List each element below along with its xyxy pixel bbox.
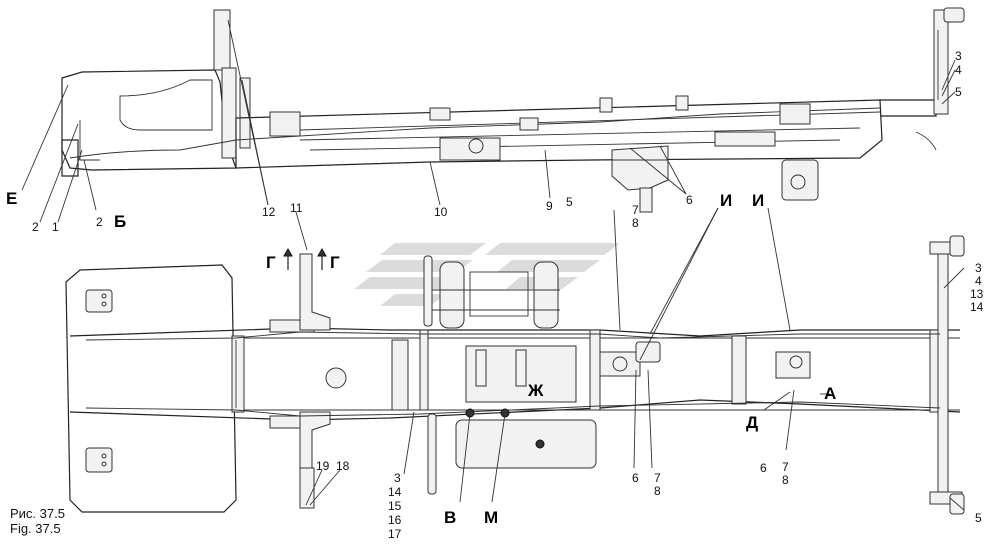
plan-frame-left-rail — [69, 327, 960, 337]
label-2-right: 2 — [96, 215, 103, 229]
label-e: Е — [6, 189, 17, 208]
label-17-bottom: 17 — [388, 527, 402, 541]
section-arrows — [283, 247, 327, 270]
label-b: Б — [114, 212, 126, 231]
side-view — [61, 7, 965, 213]
label-g-left: Г — [266, 253, 276, 272]
label-14-bottom: 14 — [388, 485, 402, 499]
watermark-logo — [354, 243, 620, 306]
side-harness — [69, 107, 881, 159]
label-g-right: Г — [330, 253, 340, 272]
caption-ru: Рис. 37.5 — [10, 506, 65, 521]
side-intake-pipe — [213, 9, 231, 71]
label-16-bottom: 16 — [388, 513, 402, 527]
side-rear-light-post — [933, 9, 949, 115]
label-9: 9 — [546, 199, 553, 213]
label-i-right: И — [752, 191, 764, 210]
label-v: В — [444, 508, 456, 527]
label-6-side: 6 — [686, 193, 693, 207]
label-12: 12 — [262, 205, 276, 219]
label-8-side: 8 — [632, 216, 639, 230]
label-7-plan-right: 7 — [782, 460, 789, 474]
callout-labels: Е 2 1 2 Б 12 10 9 7 8 6 3 4 5 11 Г Г 5 И… — [6, 49, 984, 541]
label-6-plan-right: 6 — [760, 461, 767, 475]
plan-leaders — [295, 207, 965, 511]
plan-view — [65, 235, 965, 515]
label-11: 11 — [290, 201, 303, 215]
figure-caption: Рис. 37.5 Fig. 37.5 — [10, 506, 65, 536]
plan-exhaust-pipe — [299, 253, 331, 331]
label-19: 19 — [316, 459, 330, 473]
label-14-plan: 14 — [970, 300, 984, 314]
label-15-bottom: 15 — [388, 499, 402, 513]
label-7-side: 7 — [632, 203, 639, 217]
label-3-bottom: 3 — [394, 471, 401, 485]
label-2-left: 2 — [32, 220, 39, 234]
label-a: А — [824, 384, 836, 403]
label-1: 1 — [52, 220, 59, 234]
label-zh: Ж — [527, 381, 544, 400]
label-i-left: И — [720, 191, 732, 210]
side-rear-bracket — [611, 145, 669, 191]
plan-cab — [65, 264, 237, 513]
plan-fuel-tank — [455, 419, 597, 469]
label-8-plan-left: 8 — [654, 484, 661, 498]
label-4-plan: 4 — [975, 274, 982, 288]
label-5-plan: 5 — [566, 195, 573, 209]
label-3-plan: 3 — [975, 261, 982, 275]
side-frame-rail — [235, 99, 883, 169]
label-3-side: 3 — [955, 49, 962, 63]
label-6-plan-left: 6 — [632, 471, 639, 485]
label-18: 18 — [336, 459, 350, 473]
label-d: Д — [746, 413, 758, 432]
label-13-plan: 13 — [970, 287, 984, 301]
label-5-plan-right: 5 — [975, 511, 982, 525]
label-10: 10 — [434, 205, 448, 219]
label-4-side: 4 — [955, 63, 962, 77]
side-leaders — [21, 19, 956, 223]
label-m: М — [484, 508, 498, 527]
caption-en: Fig. 37.5 — [10, 521, 61, 536]
plan-harness — [85, 331, 940, 341]
label-8-plan-right: 8 — [782, 473, 789, 487]
label-7-plan-left: 7 — [654, 471, 661, 485]
plan-rear-bumper — [937, 249, 949, 501]
label-5-side: 5 — [955, 85, 962, 99]
